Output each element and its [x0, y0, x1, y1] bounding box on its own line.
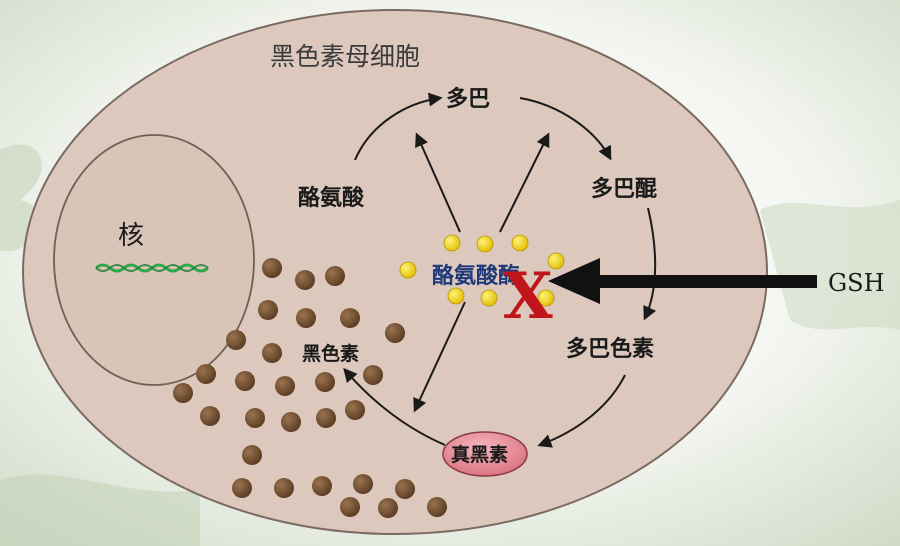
arrow-dopaquinone-to-dopachrome	[643, 207, 657, 321]
block-mark: X	[503, 259, 553, 334]
node-eumelanin: 真黑素	[451, 443, 508, 466]
dna-strand-icon	[95, 264, 209, 272]
arrow-eumelanin-to-melanin	[343, 367, 446, 446]
eumelanin-capsule	[442, 431, 528, 477]
tyrosinase-dots	[399, 234, 565, 307]
arrow-dopachrome-to-eumelanin	[537, 374, 626, 448]
nucleus-label: 核	[118, 221, 144, 251]
node-dopaquinone: 多巴醌	[591, 176, 657, 202]
arrow-tyrosine-to-dopa	[354, 92, 443, 161]
cell-title: 黑色素母细胞	[270, 42, 420, 71]
enzyme-arrow-to-dopa	[499, 132, 550, 233]
melanin-granules	[173, 258, 447, 518]
background-foliage	[760, 200, 900, 330]
nucleus	[53, 134, 255, 386]
node-tyrosine: 酪氨酸	[298, 185, 365, 211]
gsh-inhibition-arrow	[548, 258, 817, 304]
enzyme-arrow-to-dopa	[415, 132, 461, 233]
node-melanin: 黑色素	[302, 342, 359, 365]
melanoblast-cell	[22, 9, 768, 535]
node-tyrosinase: 酪氨酸酶	[432, 263, 520, 289]
arrow-dopa-to-dopaquinone	[519, 97, 612, 161]
enzyme-arrow-to-eumelanin	[413, 301, 466, 413]
node-dopa: 多巴	[446, 86, 490, 112]
background-foliage	[0, 474, 200, 546]
pathway-arrows	[343, 92, 657, 448]
node-dopachrome: 多巴色素	[566, 336, 654, 362]
inhibitor-label: GSH	[828, 269, 885, 297]
